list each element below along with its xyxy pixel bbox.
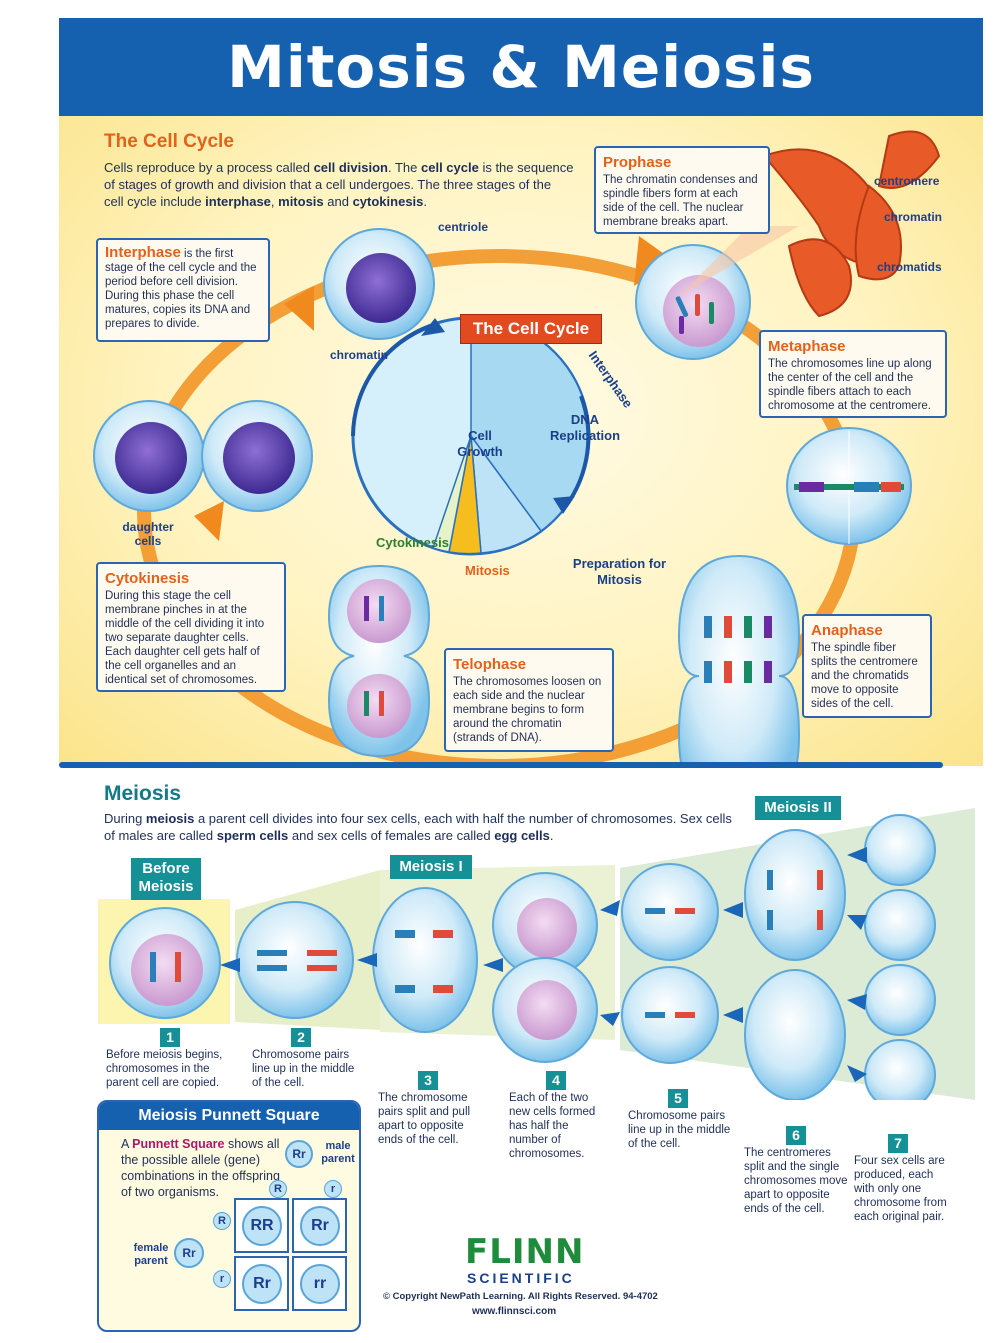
cell-cycle-heading: The Cell Cycle — [104, 131, 234, 152]
pie-label-dna-replication: DNA Replication — [549, 412, 621, 443]
punnett-heading: Meiosis Punnett Square — [99, 1102, 359, 1130]
copyright: © Copyright NewPath Learning. All Rights… — [383, 1291, 658, 1302]
step-2-text: Chromosome pairs line up in the middle o… — [252, 1049, 355, 1089]
label-chromatin-2: chromatin — [884, 210, 943, 224]
pie-label-cytokinesis: Cytokinesis — [376, 535, 449, 550]
label-chromatids: chromatids — [877, 260, 942, 274]
cell-cycle-intro: Cells reproduce by a process called cell… — [104, 160, 574, 209]
stage-box-metaphase: Metaphase The chromosomes line up along … — [759, 330, 947, 418]
punnett-cell: Rr — [234, 1256, 289, 1311]
stage-box-interphase: Interphase is the first stage of the cel… — [96, 238, 270, 342]
male-genotype: Rr — [285, 1140, 313, 1168]
stage-box-anaphase: Anaphase The spindle fiber splits the ce… — [802, 614, 932, 718]
cell-cycle-badge: The Cell Cycle — [460, 314, 602, 344]
label-before-meiosis: Before Meiosis — [131, 858, 201, 900]
label-meiosis-i: Meiosis I — [390, 855, 472, 879]
page-title: Mitosis & Meiosis — [59, 18, 983, 116]
section-divider — [59, 762, 943, 768]
step-6-number: 6 — [786, 1126, 806, 1145]
female-genotype: Rr — [174, 1238, 204, 1268]
flinn-logo-sub: SCIENTIFIC — [467, 1270, 575, 1286]
pie-label-mitosis: Mitosis — [465, 563, 510, 578]
female-allele-R: R — [213, 1212, 231, 1230]
male-allele-R: R — [269, 1180, 287, 1198]
punnett-panel: Meiosis Punnett Square A Punnett Square … — [97, 1100, 361, 1332]
label-meiosis-ii: Meiosis II — [755, 796, 841, 820]
pie-label-prep: Preparation for Mitosis — [572, 556, 667, 587]
daughter-cells — [93, 400, 313, 512]
punnett-cell: Rr — [292, 1198, 347, 1253]
footer-url: www.flinnsci.com — [472, 1306, 557, 1317]
step-4-number: 4 — [546, 1071, 566, 1090]
step-6-text: The centromeres split and the single chr… — [744, 1147, 848, 1215]
flinn-logo: FLINN — [465, 1232, 585, 1272]
stage-box-telophase: Telophase The chromosomes loosen on each… — [444, 648, 614, 752]
label-chromatin: chromatin — [330, 348, 389, 362]
prophase-cell — [635, 244, 751, 360]
meiosis-heading: Meiosis — [104, 782, 182, 805]
cell-cycle-diagram — [93, 130, 941, 766]
female-parent-label: female parent — [133, 1242, 169, 1267]
step-7-text: Four sex cells are produced, each with o… — [854, 1155, 947, 1223]
punnett-cell: RR — [234, 1198, 289, 1253]
step-4-text: Each of the two new cells formed has hal… — [509, 1092, 596, 1160]
step-3-text: The chromosome pairs split and pull apar… — [378, 1092, 471, 1146]
pie-label-cell-growth: Cell Growth — [457, 428, 503, 459]
step-5-text: Chromosome pairs line up in the middle o… — [628, 1110, 731, 1150]
meiosis-diagram — [98, 808, 975, 1100]
meiosis-intro: During meiosis a parent cell divides int… — [104, 811, 732, 843]
step-1-number: 1 — [160, 1028, 180, 1047]
step-1-text: Before meiosis begins, chromosomes in th… — [106, 1049, 223, 1089]
punnett-cell: rr — [292, 1256, 347, 1311]
interphase-cell — [323, 228, 435, 340]
anaphase-cell — [677, 554, 801, 766]
step-5-number: 5 — [668, 1089, 688, 1108]
male-allele-r: r — [324, 1180, 342, 1198]
step-3-number: 3 — [418, 1071, 438, 1090]
label-centriole: centriole — [438, 220, 489, 234]
label-daughter-cells: daughter cells — [122, 520, 174, 548]
punnett-text: A Punnett Square shows all the possible … — [121, 1137, 280, 1199]
step-7-number: 7 — [888, 1134, 908, 1153]
male-parent-label: male parent — [321, 1140, 355, 1165]
stage-box-prophase: Prophase The chromatin condenses and spi… — [594, 146, 770, 234]
stage-box-cytokinesis: Cytokinesis During this stage the cell m… — [96, 562, 286, 692]
label-centromere: centromere — [874, 174, 940, 188]
cell-cycle-pie — [351, 316, 591, 556]
step-2-number: 2 — [291, 1028, 311, 1047]
chromosome-illustration — [679, 130, 941, 318]
metaphase-cell — [786, 427, 912, 545]
telophase-cell — [327, 564, 431, 758]
female-allele-r: r — [213, 1270, 231, 1288]
